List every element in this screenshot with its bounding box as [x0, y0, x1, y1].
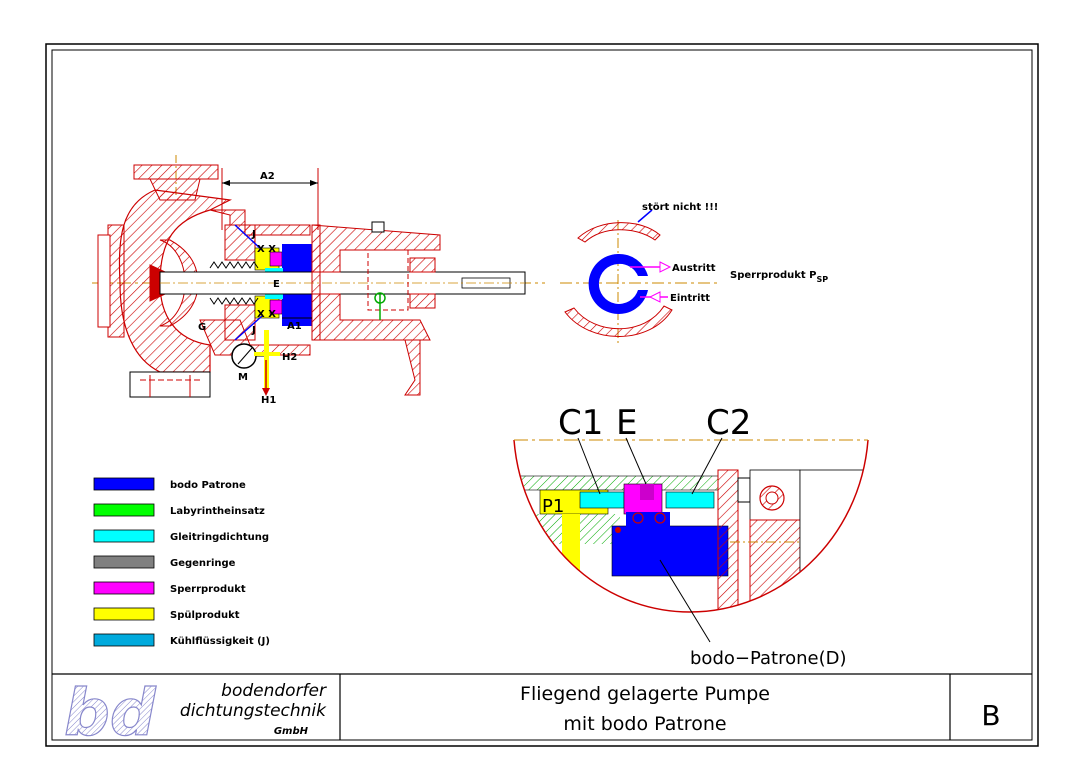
legend-swatch	[93, 555, 155, 569]
flush-line	[254, 330, 280, 396]
legend-label: Gleitringdichtung	[170, 532, 269, 543]
p1-label: P1	[542, 496, 564, 517]
sheet-letter: B	[981, 699, 1000, 732]
legend-swatch	[93, 607, 155, 621]
legend-item: Kühlflüssigkeit (J)	[93, 633, 270, 647]
title-line1: Fliegend gelagerte Pumpe	[520, 683, 770, 705]
legend-swatch	[93, 529, 155, 543]
j-bottom-label: J	[251, 325, 256, 336]
title-line2: mit bodo Patrone	[563, 713, 726, 735]
shaft	[159, 271, 526, 295]
casing-cover	[199, 209, 311, 356]
detail-view: C1 E C2 P1 bodo−Patrone(D)	[513, 403, 869, 669]
title-block: bd bodendorfer dichtungstechnik GmbH Fli…	[52, 673, 1032, 752]
volute-casing	[97, 189, 233, 373]
legend-swatch	[93, 581, 155, 595]
legend: bodo PatroneLabyrintheinsatzGleitringdic…	[93, 477, 270, 647]
legend-label: Spülprodukt	[170, 610, 240, 621]
flow-diagram: stört nicht !!! Austritt Eintritt Sperrp…	[560, 202, 828, 345]
bodo-patrone-d-label: bodo−Patrone(D)	[690, 648, 847, 669]
c2-label: C2	[706, 403, 751, 443]
sperrprodukt-label: Sperrprodukt PSP	[730, 270, 828, 284]
e-label: E	[273, 279, 280, 290]
a1-dimension: A1	[282, 317, 312, 332]
legend-item: Sperrprodukt	[93, 581, 246, 595]
company-name-line2: dichtungstechnik	[180, 701, 327, 721]
pump-base	[129, 339, 421, 398]
h1-label: H1	[261, 395, 276, 406]
legend-item: Spülprodukt	[93, 607, 240, 621]
a2-label: A2	[260, 171, 275, 182]
legend-label: Sperrprodukt	[170, 584, 246, 595]
eintritt-label: Eintritt	[670, 293, 710, 304]
c1-label: C1	[558, 403, 603, 443]
m-label: M	[238, 372, 248, 383]
seal-components	[209, 224, 312, 341]
pump-section: A2 A1 J J X X X X E G M H2 H1	[92, 155, 545, 406]
legend-label: Gegenringe	[170, 558, 236, 569]
legend-label: bodo Patrone	[170, 480, 246, 491]
austritt-label: Austritt	[672, 263, 716, 274]
legend-swatch	[93, 477, 155, 491]
legend-label: Kühlflüssigkeit (J)	[170, 636, 270, 647]
legend-item: Gleitringdichtung	[93, 529, 269, 543]
a2-dimension: A2	[221, 168, 319, 230]
legend-item: bodo Patrone	[93, 477, 246, 491]
h2-label: H2	[282, 352, 297, 363]
legend-swatch	[93, 633, 155, 647]
company-logo: bd	[63, 676, 157, 751]
company-name-line3: GmbH	[274, 726, 309, 737]
a1-label: A1	[287, 321, 302, 332]
legend-item: Labyrintheinsatz	[93, 503, 265, 517]
j-top-label: J	[251, 229, 256, 240]
e-detail-label: E	[616, 403, 637, 443]
bearing-bracket	[311, 221, 441, 341]
x-top-label: X X	[257, 244, 276, 255]
legend-label: Labyrintheinsatz	[170, 506, 265, 517]
g-label: G	[198, 322, 206, 333]
legend-item: Gegenringe	[93, 555, 236, 569]
x-bottom-label: X X	[257, 309, 276, 320]
drawing-frame	[45, 43, 1039, 747]
legend-swatch	[93, 503, 155, 517]
svg-text:bd: bd	[64, 677, 157, 751]
company-name-line1: bodendorfer	[221, 681, 327, 701]
stoert-label: stört nicht !!!	[642, 202, 718, 213]
